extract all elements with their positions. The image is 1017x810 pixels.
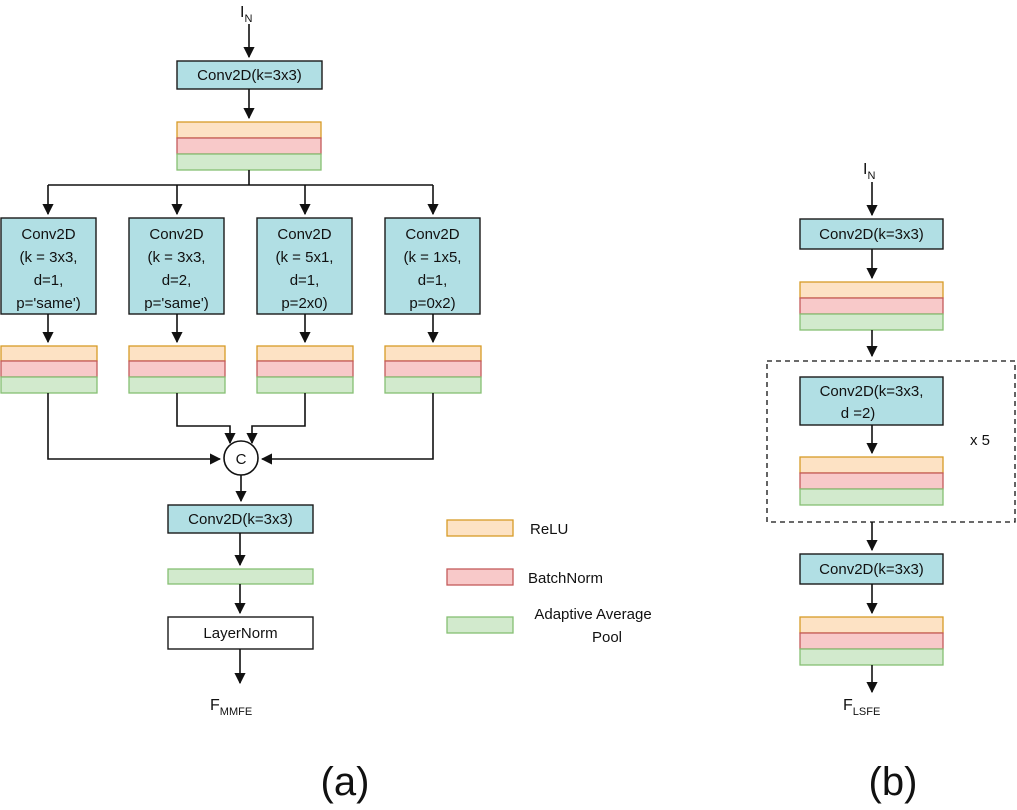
layernorm-box (167, 616, 314, 650)
batchnorm-layer (0, 360, 98, 378)
branch-3-conv-box (256, 217, 353, 315)
b-conv-repeat-line-2: d =2) (841, 405, 876, 422)
branch-3-line-1: Conv2D (277, 226, 331, 243)
branch-2: Conv2D (k = 3x3, d=2, p='same') (128, 217, 226, 394)
legend-pool-swatch (446, 616, 514, 634)
legend-pool-label-line-2: Pool (592, 629, 622, 646)
repeat-block (766, 360, 1016, 523)
branch-4-line-2: (k = 1x5, (404, 249, 462, 266)
panel-a-output-label: FMMFE (210, 697, 252, 718)
b-layer-stack-3 (799, 616, 944, 666)
b-conv-bottom-label: Conv2D(k=3x3) (819, 561, 924, 578)
batchnorm-layer (256, 360, 354, 378)
layernorm-label: LayerNorm (203, 625, 277, 642)
b-conv-repeat-line-1: Conv2D(k=3x3, (820, 383, 924, 400)
branch-1-line-3: d=1, (34, 272, 64, 289)
panel-a-label: (a) (321, 760, 370, 804)
pool-layer-single (167, 568, 314, 585)
legend-batchnorm-swatch (446, 568, 514, 586)
panel-b: IN Conv2D(k=3x3) Conv2D(k=3x3, d =2) x 5… (766, 161, 1016, 804)
batchnorm-layer (128, 360, 226, 378)
pool-layer (799, 488, 944, 506)
edge-branch-4-to-concat (260, 393, 434, 465)
b-conv-repeat-box (799, 376, 944, 426)
legend-relu-swatch (446, 519, 514, 537)
pool-layer (799, 313, 944, 331)
pool-layer (128, 376, 226, 394)
edge-branch-2-to-concat (176, 393, 236, 445)
relu-layer (176, 121, 322, 139)
legend-pool-label-line-1: Adaptive Average (534, 606, 651, 623)
b-conv-bottom-box (799, 553, 944, 585)
panel-a-input-label: IN (240, 4, 252, 25)
relu-layer (256, 345, 354, 362)
batchnorm-layer (799, 297, 944, 315)
layer-stack-top (176, 121, 322, 171)
b-layer-stack-2 (799, 456, 944, 506)
branch-3-line-3: d=1, (290, 272, 320, 289)
conv-top-label: Conv2D(k=3x3) (197, 67, 302, 84)
branch-1: Conv2D (k = 3x3, d=1, p='same') (0, 217, 98, 394)
branch-1-line-2: (k = 3x3, (20, 249, 78, 266)
pool-layer (256, 376, 354, 394)
relu-layer (0, 345, 98, 362)
legend-relu-label: ReLU (530, 521, 568, 538)
branch-4-line-3: d=1, (418, 272, 448, 289)
panel-a: IN Conv2D(k=3x3) Conv2D (k = 3x3, d=1, p… (0, 4, 482, 804)
branch-2-line-1: Conv2D (149, 226, 203, 243)
relu-layer (799, 456, 944, 474)
pool-layer (176, 153, 322, 171)
b-conv-top-label: Conv2D(k=3x3) (819, 226, 924, 243)
branch-1-line-4: p='same') (16, 295, 81, 312)
batchnorm-layer (799, 472, 944, 490)
batchnorm-layer (384, 360, 482, 378)
legend: ReLU BatchNorm Adaptive Average Pool (446, 519, 652, 646)
edge-branch-3-to-concat (246, 393, 306, 445)
b-layer-stack-1 (799, 281, 944, 331)
branch-2-line-2: (k = 3x3, (148, 249, 206, 266)
panel-b-input-label: IN (863, 161, 875, 182)
relu-layer (384, 345, 482, 362)
repeat-count-label: x 5 (970, 432, 990, 449)
pool-layer (799, 648, 944, 666)
legend-batchnorm-label: BatchNorm (528, 570, 603, 587)
pool-layer (0, 376, 98, 394)
edge-branch-1-to-concat (47, 393, 222, 465)
batchnorm-layer (799, 632, 944, 650)
branch-4-conv-box (384, 217, 481, 315)
panel-b-output-label: FLSFE (843, 697, 880, 718)
branch-2-line-3: d=2, (162, 272, 192, 289)
branch-3-line-4: p=2x0) (281, 295, 327, 312)
branch-4-line-4: p=0x2) (409, 295, 455, 312)
branch-3: Conv2D (k = 5x1, d=1, p=2x0) (256, 217, 354, 394)
relu-layer (799, 616, 944, 634)
batchnorm-layer (176, 137, 322, 155)
branch-1-conv-box (0, 217, 97, 315)
concat-symbol: C (236, 451, 247, 468)
branch-1-line-1: Conv2D (21, 226, 75, 243)
branch-2-line-4: p='same') (144, 295, 209, 312)
panel-b-label: (b) (869, 760, 918, 804)
conv-bottom-label: Conv2D(k=3x3) (188, 511, 293, 528)
branch-4-line-1: Conv2D (405, 226, 459, 243)
relu-layer (128, 345, 226, 362)
branch-3-line-2: (k = 5x1, (276, 249, 334, 266)
branch-4: Conv2D (k = 1x5, d=1, p=0x2) (384, 217, 482, 394)
b-conv-top-box (799, 218, 944, 250)
relu-layer (799, 281, 944, 299)
pool-layer (384, 376, 482, 394)
conv-bottom-box (167, 504, 314, 534)
